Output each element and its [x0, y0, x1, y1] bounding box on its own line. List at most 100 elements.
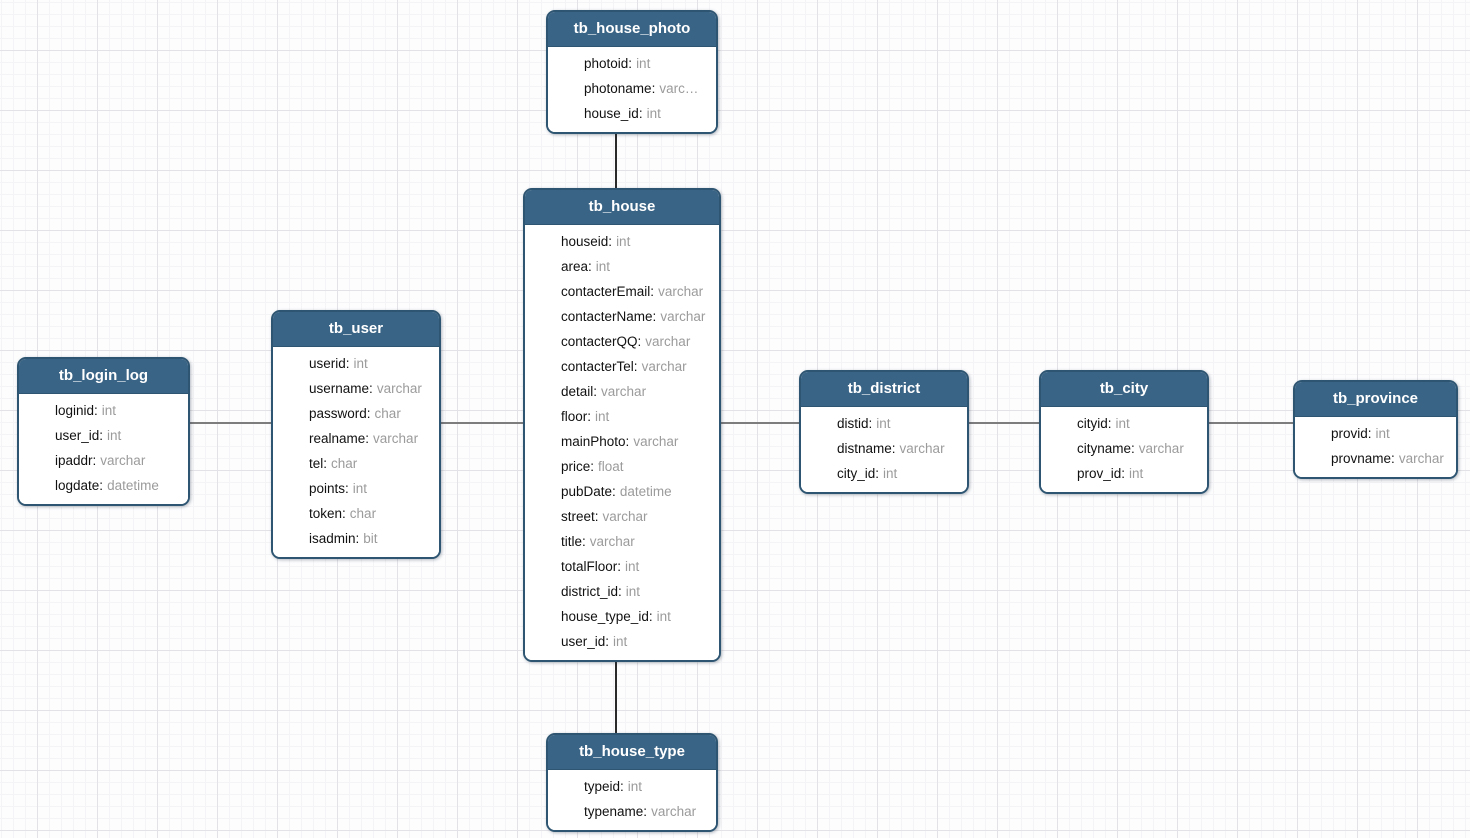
field-row[interactable]: usernamevarchar	[309, 376, 431, 401]
field-row[interactable]: district_idint	[561, 579, 711, 604]
field-type: int	[616, 234, 631, 249]
field-row[interactable]: photonamevarc…	[584, 76, 708, 101]
table-title[interactable]: tb_city	[1041, 372, 1207, 407]
field-name: contacterQQ	[561, 334, 641, 349]
field-row[interactable]: tokenchar	[309, 501, 431, 526]
field-name: title	[561, 534, 586, 549]
entity-table-tb_user[interactable]: tb_user useridintusernamevarcharpassword…	[271, 310, 441, 559]
field-row[interactable]: useridint	[309, 351, 431, 376]
field-row[interactable]: photoidint	[584, 51, 708, 76]
field-row[interactable]: loginidint	[55, 398, 180, 423]
field-name: contacterName	[561, 309, 656, 324]
field-row[interactable]: pointsint	[309, 476, 431, 501]
field-row[interactable]: house_type_idint	[561, 604, 711, 629]
entity-table-tb_house_photo[interactable]: tb_house_photo photoidintphotonamevarc…h…	[546, 10, 718, 134]
relationship-line-tb_house-tb_district[interactable]	[716, 422, 805, 424]
relationship-line-tb_district-tb_city[interactable]	[964, 422, 1045, 424]
field-row[interactable]: pubDatedatetime	[561, 479, 711, 504]
field-row[interactable]: providint	[1331, 421, 1448, 446]
table-title[interactable]: tb_house	[525, 190, 719, 225]
field-name: contacterEmail	[561, 284, 654, 299]
field-type: int	[595, 259, 611, 274]
field-row[interactable]: user_idint	[561, 629, 711, 654]
field-name: token	[309, 506, 346, 521]
field-name: mainPhoto	[561, 434, 629, 449]
entity-table-tb_city[interactable]: tb_city cityidintcitynamevarcharprov_idi…	[1039, 370, 1209, 494]
relationship-line-tb_house-tb_house_type[interactable]	[615, 658, 617, 737]
field-row[interactable]: realnamevarchar	[309, 426, 431, 451]
field-name: typeid	[584, 779, 624, 794]
field-name: pubDate	[561, 484, 616, 499]
table-title[interactable]: tb_user	[273, 312, 439, 347]
field-type: varchar	[641, 359, 687, 374]
entity-table-tb_province[interactable]: tb_province providintprovnamevarchar	[1293, 380, 1458, 479]
relationship-line-tb_login_log-tb_user[interactable]	[185, 422, 277, 424]
field-row[interactable]: ipaddrvarchar	[55, 448, 180, 473]
field-type: int	[656, 609, 671, 624]
field-row[interactable]: typeidint	[584, 774, 708, 799]
table-field-list: distidintdistnamevarcharcity_idint	[801, 407, 967, 492]
field-type: varchar	[589, 534, 635, 549]
field-name: distid	[837, 416, 872, 431]
field-name: logdate	[55, 478, 103, 493]
field-row[interactable]: user_idint	[55, 423, 180, 448]
table-title[interactable]: tb_house_photo	[548, 12, 716, 47]
relationship-line-tb_city-tb_province[interactable]	[1204, 422, 1299, 424]
field-name: house_id	[584, 106, 643, 121]
field-name: loginid	[55, 403, 98, 418]
field-row[interactable]: citynamevarchar	[1077, 436, 1199, 461]
field-row[interactable]: provnamevarchar	[1331, 446, 1448, 471]
field-name: userid	[309, 356, 350, 371]
field-row[interactable]: cityidint	[1077, 411, 1199, 436]
field-type: int	[883, 466, 898, 481]
field-row[interactable]: detailvarchar	[561, 379, 711, 404]
field-row[interactable]: telchar	[309, 451, 431, 476]
field-name: username	[309, 381, 373, 396]
entity-table-tb_house[interactable]: tb_house houseidintareaintcontacterEmail…	[523, 188, 721, 662]
field-type: varchar	[100, 453, 146, 468]
field-row[interactable]: distnamevarchar	[837, 436, 959, 461]
field-row[interactable]: contacterTelvarchar	[561, 354, 711, 379]
field-row[interactable]: contacterNamevarchar	[561, 304, 711, 329]
field-type: int	[352, 481, 368, 496]
relationship-line-tb_user-tb_house[interactable]	[436, 422, 529, 424]
table-title[interactable]: tb_district	[801, 372, 967, 407]
field-row[interactable]: isadminbit	[309, 526, 431, 551]
field-row[interactable]: pricefloat	[561, 454, 711, 479]
field-row[interactable]: prov_idint	[1077, 461, 1199, 486]
field-row[interactable]: totalFloorint	[561, 554, 711, 579]
field-row[interactable]: logdatedatetime	[55, 473, 180, 498]
field-row[interactable]: passwordchar	[309, 401, 431, 426]
field-row[interactable]: streetvarchar	[561, 504, 711, 529]
table-title[interactable]: tb_login_log	[19, 359, 188, 394]
field-row[interactable]: city_idint	[837, 461, 959, 486]
table-title[interactable]: tb_province	[1295, 382, 1456, 417]
field-type: int	[101, 403, 117, 418]
field-row[interactable]: mainPhotovarchar	[561, 429, 711, 454]
field-type: int	[636, 56, 651, 71]
entity-table-tb_login_log[interactable]: tb_login_log loginidintuser_idintipaddrv…	[17, 357, 190, 506]
field-type: varchar	[899, 441, 945, 456]
entity-table-tb_district[interactable]: tb_district distidintdistnamevarcharcity…	[799, 370, 969, 494]
field-row[interactable]: contacterEmailvarchar	[561, 279, 711, 304]
field-row[interactable]: distidint	[837, 411, 959, 436]
field-row[interactable]: floorint	[561, 404, 711, 429]
field-row[interactable]: contacterQQvarchar	[561, 329, 711, 354]
field-type: char	[374, 406, 401, 421]
field-name: provname	[1331, 451, 1395, 466]
field-type: float	[598, 459, 624, 474]
field-row[interactable]: titlevarchar	[561, 529, 711, 554]
field-row[interactable]: areaint	[561, 254, 711, 279]
field-type: varc…	[659, 81, 699, 96]
relationship-line-tb_house_photo-tb_house[interactable]	[615, 130, 617, 192]
table-title[interactable]: tb_house_type	[548, 735, 716, 770]
table-field-list: providintprovnamevarchar	[1295, 417, 1456, 477]
field-row[interactable]: typenamevarchar	[584, 799, 708, 824]
field-type: char	[349, 506, 377, 521]
table-field-list: cityidintcitynamevarcharprov_idint	[1041, 407, 1207, 492]
field-row[interactable]: house_idint	[584, 101, 708, 126]
field-name: area	[561, 259, 592, 274]
entity-table-tb_house_type[interactable]: tb_house_type typeidinttypenamevarchar	[546, 733, 718, 832]
field-row[interactable]: houseidint	[561, 229, 711, 254]
